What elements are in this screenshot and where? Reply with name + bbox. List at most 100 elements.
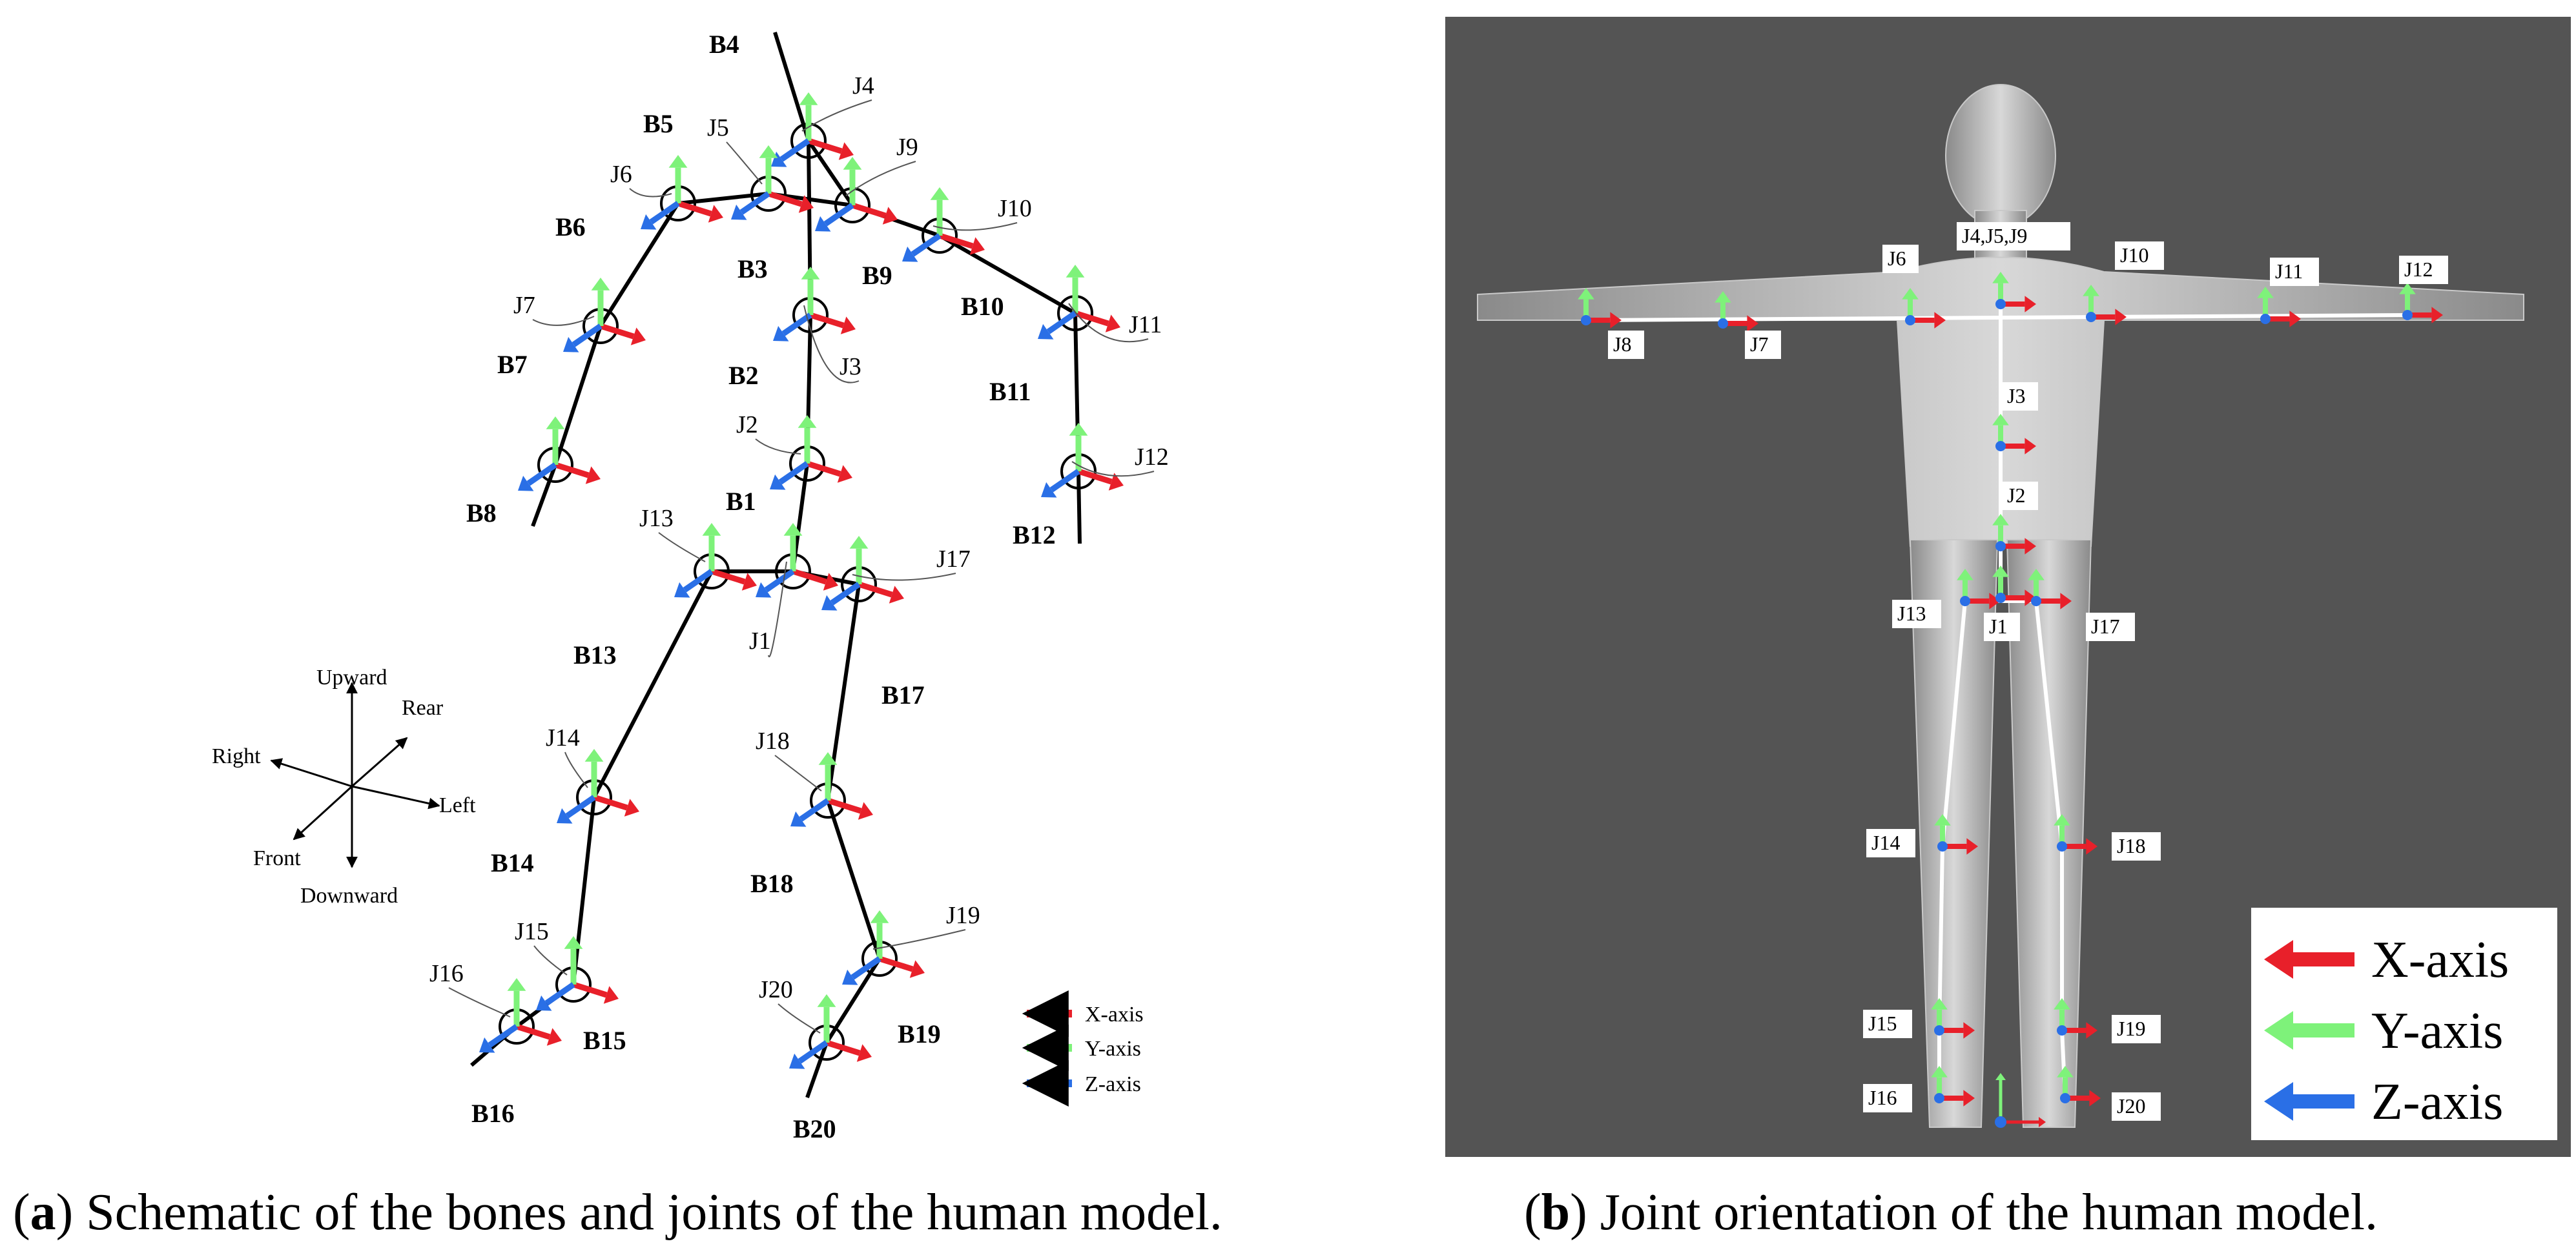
joint-label: J3 [2007, 384, 2025, 407]
joint-axes [1578, 272, 2443, 1128]
joint-label: J20 [2117, 1094, 2145, 1118]
z-axis-arrow [674, 569, 714, 598]
z-axis-dot [2060, 1093, 2070, 1103]
joint-label: J15 [515, 918, 549, 945]
bone-segment [826, 584, 861, 801]
bone-segment [825, 957, 881, 1044]
y-axis-arrow [564, 936, 583, 985]
y-axis-arrow [849, 536, 869, 584]
joint-label: J17 [2091, 615, 2119, 638]
bone-segment [531, 464, 557, 527]
joint-label: J1 [749, 628, 771, 655]
leader-line [845, 161, 916, 196]
legend-row-x: X-axis [2251, 927, 2557, 992]
joint-label: J6 [1888, 247, 1906, 270]
bone-label: B11 [989, 377, 1031, 406]
y-axis-arrow [546, 416, 565, 465]
direction-left-label: Left [439, 793, 476, 817]
joint-label: J13 [1897, 602, 1926, 625]
direction-down-label: Downward [300, 884, 398, 908]
bone-label: B14 [491, 848, 534, 877]
leader-line [532, 316, 595, 326]
joint-label-bg [1608, 331, 1644, 359]
z-axis-arrow [756, 569, 795, 598]
bone-label: B3 [737, 254, 768, 283]
z-axis-dot [1995, 299, 2006, 309]
joint-label-bg [2112, 1092, 2161, 1121]
x-axis-arrow-icon [2264, 940, 2354, 979]
bone-label: B13 [573, 640, 617, 669]
joint-label-bg [1957, 222, 2070, 250]
leader-line [933, 222, 1018, 231]
z-axis-arrow [789, 1040, 829, 1069]
z-axis-dot [2402, 310, 2413, 320]
z-axis-dot [1995, 541, 2006, 551]
z-axis-arrow [821, 582, 861, 611]
bone-label: B7 [497, 350, 528, 379]
joint-label-bg [1866, 829, 1915, 857]
z-axis-dot [1934, 1093, 1944, 1103]
z-axis-dot [1995, 441, 2006, 451]
y-axis-arrow [591, 278, 610, 326]
y-axis-arrow [783, 523, 803, 571]
legend-row-z: Z-axis [2251, 1069, 2557, 1134]
joint-label: J7 [1750, 332, 1768, 356]
joint-label: J12 [2404, 258, 2433, 281]
joint-label: J2 [736, 411, 758, 438]
z-axis-arrow [842, 956, 881, 985]
joint-label: J17 [936, 546, 971, 573]
bone-label: B16 [471, 1099, 515, 1128]
bone-label: B17 [881, 680, 925, 710]
joint-label-bg [2115, 241, 2164, 270]
direction-rear-label: Rear [402, 696, 444, 720]
joint-label: J19 [2117, 1017, 2145, 1040]
joint-label: J16 [1868, 1086, 1897, 1109]
bone-segment [826, 800, 881, 959]
z-axis-arrow-icon [2264, 1082, 2354, 1121]
leader-line [533, 945, 568, 976]
x-axis-arrow [827, 797, 873, 820]
bone-segment [1077, 471, 1082, 544]
leader-line [726, 141, 763, 185]
y-axis-arrow [584, 749, 604, 797]
leader-line [564, 751, 588, 788]
y-axis-arrow [817, 994, 836, 1043]
x-axis-arrow [807, 138, 854, 160]
x-axis-arrow [710, 568, 757, 591]
bone-segment [773, 32, 810, 141]
z-axis-arrow [1038, 311, 1077, 340]
joint-label-bg [2002, 482, 2038, 510]
z-axis-arrow [773, 312, 812, 342]
joint-label: J5 [707, 114, 729, 141]
bone-label: B19 [898, 1019, 941, 1048]
joint-label-bg [1863, 1084, 1912, 1112]
joint-label: J11 [1129, 311, 1162, 338]
z-axis-arrow [563, 323, 603, 353]
y-axis-arrow [930, 187, 949, 236]
y-axis-arrow [702, 523, 721, 571]
joint-markers [479, 92, 1124, 1069]
x-axis-arrow [878, 956, 925, 978]
z-axis-dot [1937, 841, 1948, 852]
z-axis-arrow [902, 233, 942, 262]
z-axis-arrow [1041, 469, 1080, 498]
legend-x-label-large: X-axis [2371, 932, 2509, 988]
joint-label: J14 [546, 724, 580, 751]
bone-segment [807, 139, 854, 207]
joint-label-bg [2002, 382, 2038, 411]
joint-label-bg [1863, 1010, 1912, 1038]
x-axis-arrow [858, 581, 904, 604]
legend-y-label-large: Y-axis [2371, 1003, 2504, 1059]
joint-label: J6 [610, 161, 632, 188]
legend-z-label-large: Z-axis [2371, 1074, 2504, 1130]
overlay-bone [1941, 600, 1967, 847]
joint-label-bg [1984, 613, 2020, 641]
z-axis-dot [1905, 315, 1915, 325]
legend-z-label: Z-axis [1085, 1072, 1141, 1096]
joint-label: J18 [756, 728, 790, 755]
joint-label: J2 [2007, 484, 2025, 507]
direction-up-label: Upward [316, 666, 387, 690]
z-axis-arrow [770, 461, 809, 490]
joint-label: J4,J5,J9 [1962, 224, 2027, 247]
